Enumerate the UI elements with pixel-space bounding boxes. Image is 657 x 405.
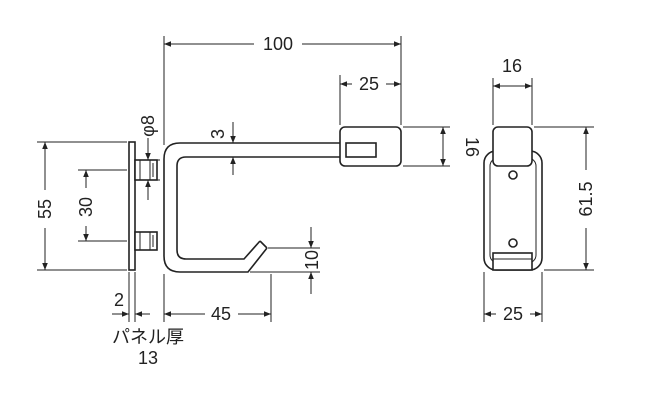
hook-rod-outer — [163, 142, 346, 273]
hook-rod-inner — [176, 156, 346, 260]
dim-base-height: 55 — [35, 199, 55, 219]
lower-screw-hole — [508, 238, 518, 248]
dim-front-top-width: 16 — [502, 56, 522, 76]
side-view-dimensions — [37, 36, 450, 322]
front-view — [483, 126, 543, 271]
front-top-block — [492, 126, 533, 167]
dim-end-block-width: 25 — [359, 74, 379, 94]
rod-end — [345, 142, 377, 158]
panel-thickness-label: パネル厚 — [112, 327, 184, 347]
dim-rod-thickness: 3 — [208, 129, 228, 139]
dim-hook-depth: 45 — [211, 304, 231, 324]
dimension-labels: 100 25 16 3 φ8 55 30 10 2 45 パネル厚 13 16 … — [35, 34, 596, 368]
dim-plate-thickness: 2 — [114, 290, 124, 310]
base-plate — [128, 141, 136, 271]
dim-total-length: 100 — [263, 34, 293, 54]
upper-screw-boss — [134, 159, 158, 181]
upper-screw-hole — [508, 170, 518, 180]
dim-front-bottom-width: 25 — [503, 304, 523, 324]
dim-screw-diameter: φ8 — [138, 115, 158, 137]
front-view-dimensions — [483, 78, 594, 322]
side-view — [128, 126, 402, 273]
dim-hook-height: 10 — [302, 250, 322, 270]
dim-front-height: 61.5 — [576, 181, 596, 216]
front-body-outer — [483, 150, 543, 271]
panel-thickness-value: 13 — [138, 348, 158, 368]
dim-screw-spacing: 30 — [76, 197, 96, 217]
front-hook-end — [492, 252, 533, 271]
lower-screw-boss — [134, 231, 158, 251]
dim-end-block-height: 16 — [462, 137, 482, 157]
